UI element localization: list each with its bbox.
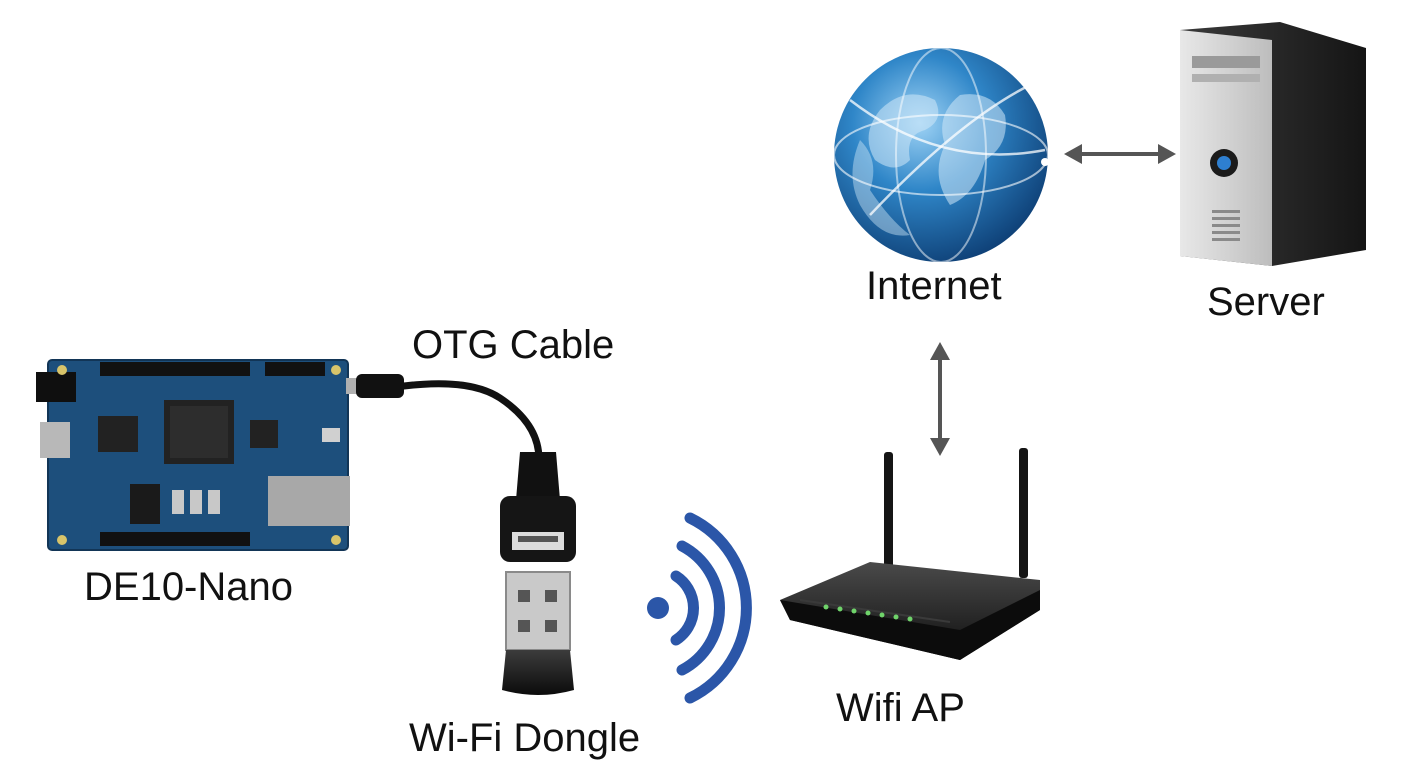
server-tower-icon xyxy=(1180,22,1366,266)
internet-label: Internet xyxy=(866,264,1002,308)
globe-icon xyxy=(833,47,1049,263)
wireless-router-icon xyxy=(780,448,1040,660)
usb-dongle-icon xyxy=(502,571,574,695)
wifi-ap-label: Wifi AP xyxy=(836,686,965,730)
fpga-board-icon xyxy=(36,359,350,551)
wifi-dongle-label: Wi-Fi Dongle xyxy=(409,716,641,760)
wifi-signal-icon xyxy=(647,512,752,704)
usb-otg-cable-icon xyxy=(346,374,576,562)
otg-cable-label: OTG Cable xyxy=(412,323,615,367)
server-label: Server xyxy=(1207,280,1325,324)
de10-nano-label: DE10-Nano xyxy=(84,565,294,609)
arrow-internet-wifi-ap xyxy=(930,342,950,456)
arrow-internet-server xyxy=(1064,144,1176,164)
